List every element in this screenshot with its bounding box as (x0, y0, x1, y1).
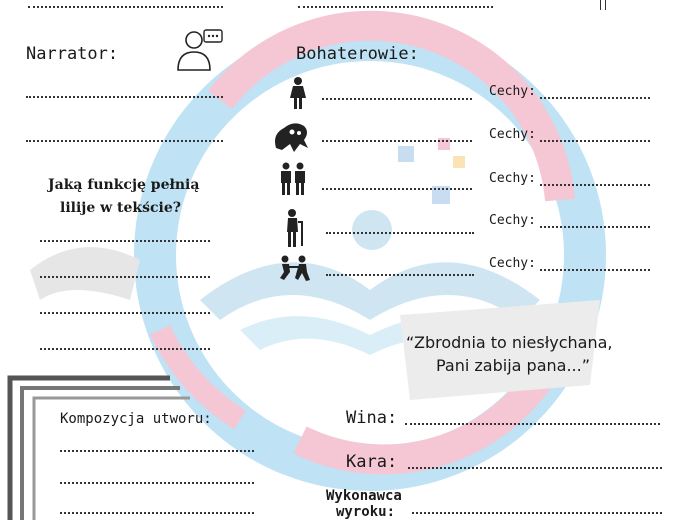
lilie-line-3 (40, 312, 210, 314)
kompozycja-line-2 (60, 482, 254, 484)
lilie-question-line-2: lilije w tekście? (60, 200, 181, 216)
hero-line-4 (326, 232, 474, 234)
quote-line-2: Pani zabija pana...” (436, 356, 590, 375)
kompozycja-line-3 (60, 512, 254, 514)
person-speech-icon (177, 29, 223, 71)
cechy-line-2 (540, 140, 650, 142)
narrator-line-2 (26, 140, 223, 142)
kara-label: Kara: (346, 452, 398, 472)
cechy-line-1 (540, 97, 650, 99)
lilie-question-line-1: Jaką funkcję pełnią (48, 177, 200, 193)
lilie-line-1 (40, 240, 210, 242)
wykonawca-label-line-1: Wykonawca (326, 488, 402, 504)
lilie-line-4 (40, 348, 210, 350)
cechy-line-3 (540, 184, 650, 186)
children-icon (280, 255, 310, 281)
quote-line-1: “Zbrodnia to niesłychana, (406, 333, 613, 352)
top-dotted-line-left (28, 6, 223, 8)
wykonawca-line (412, 512, 662, 514)
old-man-cane-icon (287, 209, 303, 247)
ghost-icon (275, 123, 308, 152)
cechy-label-4: Cechy: (489, 213, 536, 228)
kompozycja-line-1 (60, 450, 254, 452)
narrator-line-1 (26, 96, 223, 98)
top-dotted-line-right (298, 6, 493, 8)
lilie-line-2 (40, 276, 210, 278)
bohaterowie-label: Bohaterowie: (296, 44, 419, 64)
kompozycja-label: Kompozycja utworu: (60, 411, 212, 427)
two-men-icon (281, 162, 305, 195)
woman-icon (290, 77, 306, 109)
corner-frame-decoration (7, 375, 190, 520)
hero-line-1 (322, 98, 472, 100)
wykonawca-label-line-2: wyroku: (336, 504, 396, 520)
cechy-label-2: Cechy: (489, 127, 536, 142)
kara-line (408, 467, 662, 469)
hero-line-3 (322, 188, 472, 190)
cechy-line-5 (540, 269, 650, 271)
cechy-line-4 (540, 226, 650, 228)
top-corner-mark (600, 0, 606, 10)
cechy-label-3: Cechy: (489, 171, 536, 186)
wina-line (405, 423, 660, 425)
cechy-label-5: Cechy: (489, 256, 536, 271)
narrator-label: Narrator: (26, 44, 119, 64)
cechy-label-1: Cechy: (489, 84, 536, 99)
wina-label: Wina: (346, 408, 398, 428)
hero-line-2 (322, 140, 472, 142)
hero-line-5 (326, 274, 474, 276)
